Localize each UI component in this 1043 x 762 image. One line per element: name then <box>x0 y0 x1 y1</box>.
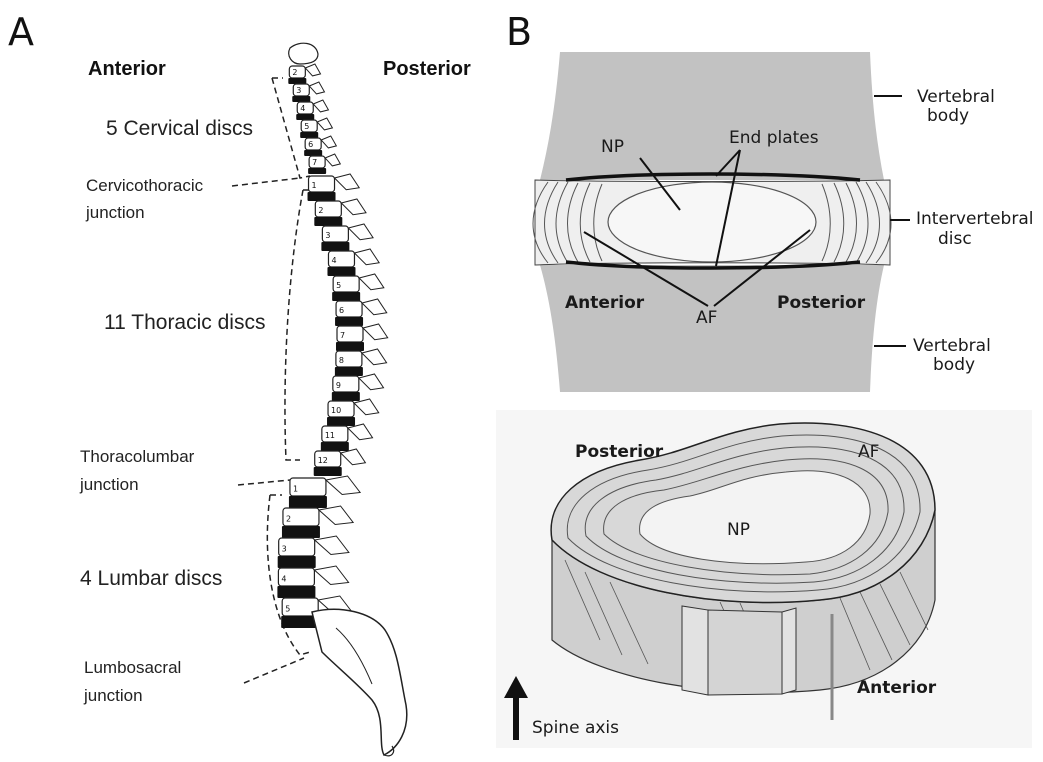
notch-right-face <box>782 608 796 694</box>
spine-axis-label: Spine axis <box>532 718 619 738</box>
notch-left-face <box>682 606 708 695</box>
panel-c-anterior-label: Anterior <box>857 678 936 698</box>
panel-c-np-label: NP <box>727 520 750 540</box>
notch-back-face <box>708 610 782 695</box>
panel-c-posterior-label: Posterior <box>575 442 663 462</box>
panel-c-af-label: AF <box>858 442 879 462</box>
